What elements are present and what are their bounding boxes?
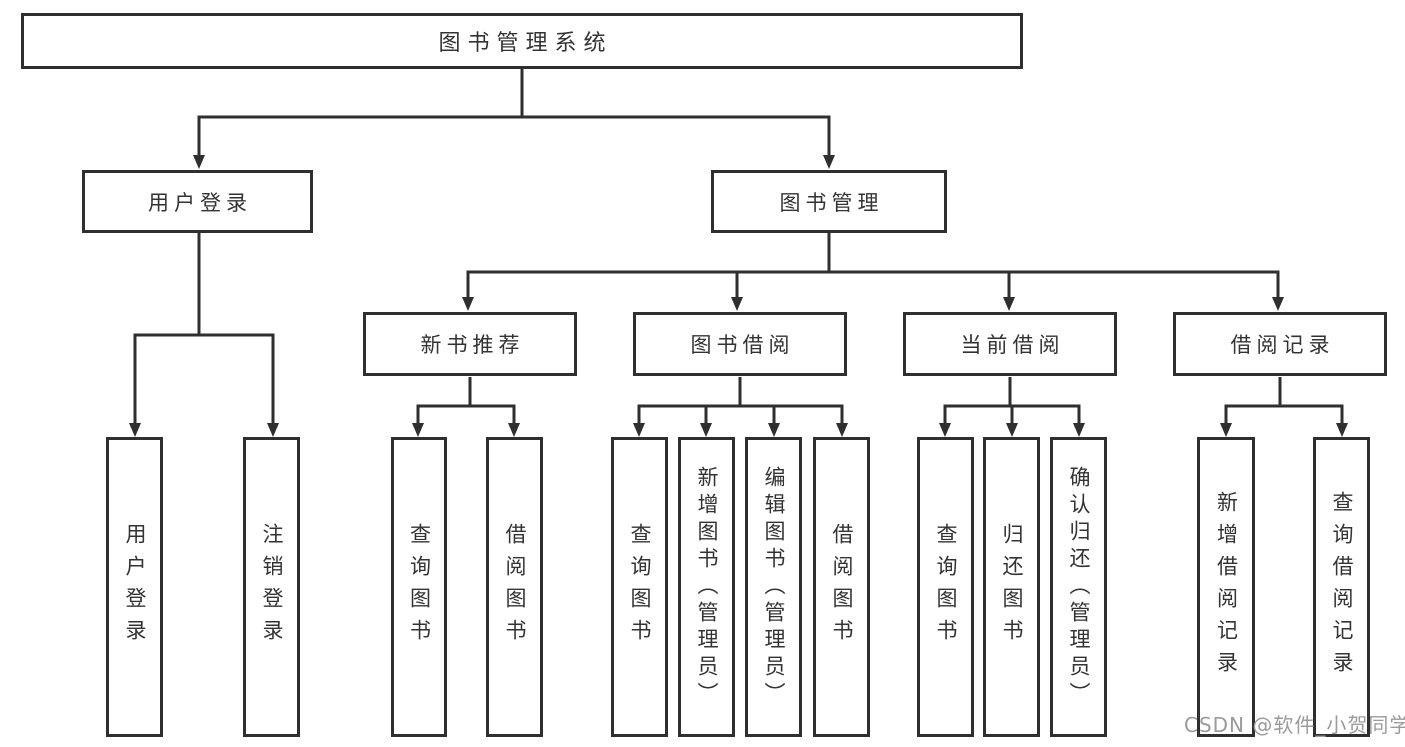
leaf-user-login: 用户登录 (106, 437, 163, 737)
node-label: 图书管理系统 (438, 31, 613, 56)
node-label: 借阅图书 (503, 523, 527, 651)
leaf-query-borrow-record: 查询借阅记录 (1313, 437, 1370, 737)
leaf-return-books: 归还图书 (983, 437, 1040, 737)
connector-arrowheads (129, 155, 1348, 437)
node-label: 新书推荐 (420, 333, 525, 357)
node-label: 新增借阅记录 (1214, 491, 1239, 683)
node-current-borrow: 当前借阅 (903, 312, 1117, 376)
leaf-borrow-books-1: 借阅图书 (486, 437, 543, 737)
connector-book-management-children (466, 233, 1280, 298)
node-label: 借阅图书 (830, 523, 854, 651)
leaf-confirm-return-admin: 确认归还（管理员） (1050, 437, 1107, 737)
node-label: 图书管理 (779, 190, 884, 215)
node-label: 查询图书 (934, 523, 958, 651)
connector-lines (133, 69, 1344, 424)
leaf-query-books-2: 查询图书 (611, 437, 668, 737)
leaf-borrow-books-2: 借阅图书 (813, 437, 870, 737)
node-label: 查询图书 (628, 523, 652, 651)
node-label: 注销登录 (260, 523, 284, 651)
leaf-edit-book-admin: 编辑图书（管理员） (745, 437, 802, 737)
leaf-add-book-admin: 新增图书（管理员） (678, 437, 735, 737)
node-label: 新增图书（管理员） (695, 465, 719, 709)
node-library-management-system: 图书管理系统 (21, 13, 1023, 69)
node-user-login: 用户登录 (82, 170, 313, 233)
node-label: 当前借阅 (960, 333, 1065, 357)
connector-borrow-records-children (1224, 377, 1344, 424)
csdn-watermark: CSDN @软件_小贺同学 (1184, 713, 1405, 737)
connector-root-to-level2 (197, 69, 831, 156)
node-book-management: 图书管理 (711, 170, 947, 233)
connector-book-borrow-children (637, 377, 844, 424)
node-label: 用户登录 (148, 190, 252, 215)
node-label: 借阅记录 (1230, 333, 1335, 357)
connector-new-book-recommend-children (416, 377, 516, 424)
leaf-add-borrow-record: 新增借阅记录 (1197, 437, 1255, 737)
node-label: 编辑图书（管理员） (762, 465, 786, 709)
node-book-borrow: 图书借阅 (633, 312, 847, 376)
node-label: 归还图书 (1000, 523, 1024, 651)
node-label: 确认归还（管理员） (1067, 465, 1091, 709)
node-label: 查询图书 (407, 523, 432, 651)
node-label: 图书借阅 (690, 333, 795, 357)
leaf-query-books-1: 查询图书 (391, 437, 447, 737)
node-label: 用户登录 (123, 523, 147, 651)
node-label: 查询借阅记录 (1330, 491, 1354, 683)
connector-current-borrow-children (943, 377, 1081, 424)
node-new-book-recommend: 新书推荐 (363, 312, 577, 376)
leaf-query-books-3: 查询图书 (917, 437, 974, 737)
node-borrow-records: 借阅记录 (1173, 312, 1387, 376)
leaf-logout: 注销登录 (243, 437, 300, 737)
connector-user-login-children (133, 233, 275, 424)
